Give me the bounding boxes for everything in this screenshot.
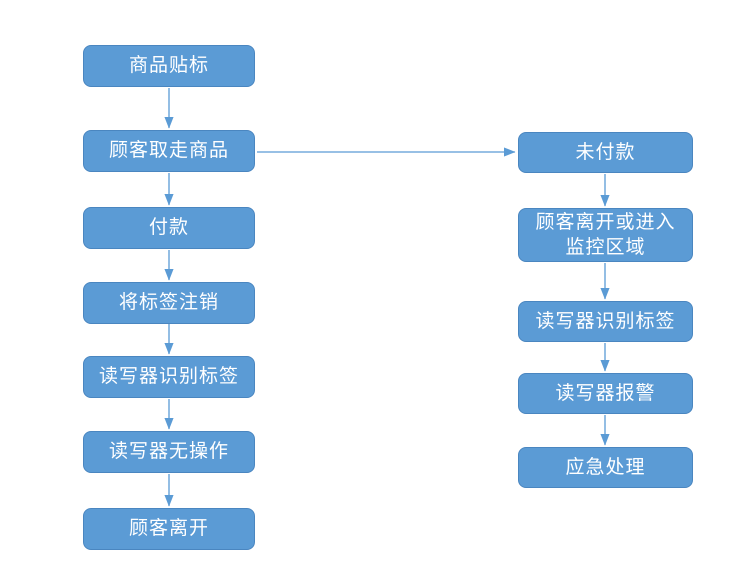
node-reader-identifies-tag-right: 读写器识别标签	[518, 301, 693, 342]
node-reader-alarm: 读写器报警	[518, 373, 693, 414]
node-product-labeling: 商品贴标	[83, 45, 255, 87]
node-customer-leaves: 顾客离开	[83, 508, 255, 550]
node-reader-no-operation: 读写器无操作	[83, 431, 255, 473]
node-reader-identifies-tag-left: 读写器识别标签	[83, 356, 255, 398]
node-customer-leaves-or-enters-monitored-area: 顾客离开或进入 监控区域	[518, 208, 693, 262]
node-payment: 付款	[83, 207, 255, 249]
node-unpaid: 未付款	[518, 132, 693, 173]
node-deactivate-tag: 将标签注销	[83, 282, 255, 324]
node-customer-takes-goods: 顾客取走商品	[83, 130, 255, 172]
node-emergency-handling: 应急处理	[518, 447, 693, 488]
